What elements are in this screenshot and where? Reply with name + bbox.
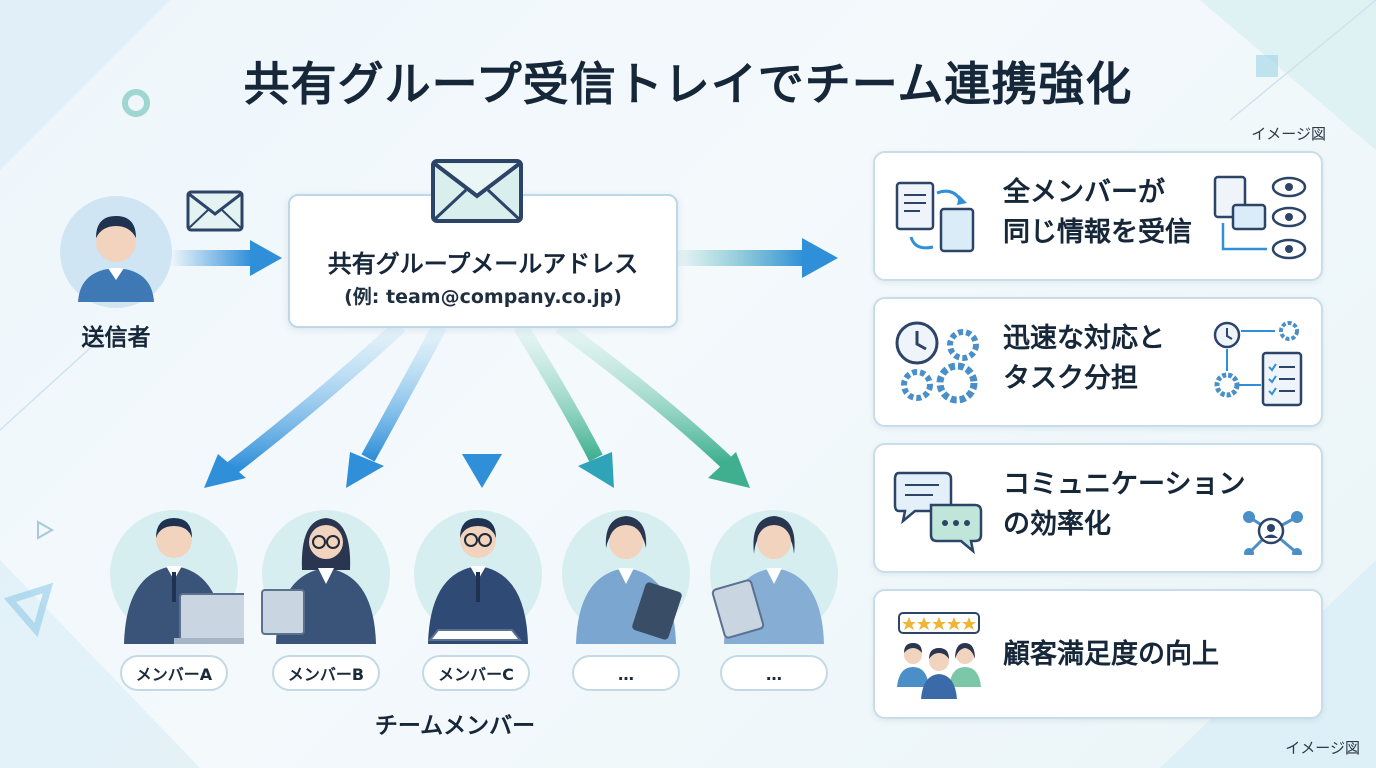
person-writing-icon xyxy=(414,510,542,644)
benefit-shared-info-text: 全メンバーが 同じ情報を受信 xyxy=(1003,173,1283,253)
benefit-card-quick-response: 迅速な対応と タスク分担 xyxy=(873,297,1323,427)
benefit-card-shared-info: 全メンバーが 同じ情報を受信 xyxy=(873,151,1323,281)
sender-avatar-icon xyxy=(60,196,172,308)
chat-bubbles-icon xyxy=(893,471,983,555)
benefit-customer-satisfaction-text: 顧客満足度の向上 xyxy=(1003,635,1283,675)
envelope-icon xyxy=(186,190,244,232)
member-figure-b xyxy=(256,498,396,648)
document-eyes-icon xyxy=(1213,175,1307,260)
benefit-line: 全メンバーが xyxy=(1003,177,1165,208)
clock-checklist-icon xyxy=(1213,321,1303,407)
person-with-tablet-icon xyxy=(710,510,838,644)
person-with-glasses-icon xyxy=(261,510,390,644)
benefit-line: 同じ情報を受信 xyxy=(1003,217,1192,248)
image-caption-top: イメージ図 xyxy=(1251,125,1326,143)
page-title: 共有グループ受信トレイでチーム連携強化 xyxy=(243,57,1133,111)
benefit-communication-text: コミュニケーション の効率化 xyxy=(1003,465,1283,545)
member-label-more-1: … xyxy=(572,655,680,691)
team-members-label: チームメンバー xyxy=(374,713,536,739)
member-figure-a xyxy=(104,498,254,648)
network-nodes-icon xyxy=(1243,511,1303,555)
member-label-b: メンバーB xyxy=(272,655,380,691)
benefit-line: の効率化 xyxy=(1003,509,1111,540)
arrow-to-member-5 xyxy=(555,319,750,488)
member-figure-4 xyxy=(556,498,696,648)
image-caption-bottom: イメージ図 xyxy=(1285,739,1360,757)
shared-address-example: (例: team@company.co.jp) xyxy=(344,286,622,308)
member-figure-c xyxy=(408,498,548,648)
benefit-quick-response-text: 迅速な対応と タスク分担 xyxy=(1003,319,1283,399)
rating-customers-icon xyxy=(897,612,981,699)
sender-label: 送信者 xyxy=(81,325,151,351)
arrow-to-member-b xyxy=(346,322,447,488)
member-figure-5 xyxy=(704,498,844,648)
benefit-card-customer-satisfaction: 顧客満足度の向上 xyxy=(873,589,1323,719)
member-label-more-2: … xyxy=(720,655,828,691)
documents-sync-icon xyxy=(895,181,975,253)
shared-address-label: 共有グループメールアドレス xyxy=(327,250,639,278)
clock-gears-icon xyxy=(895,321,979,404)
member-label-c: メンバーC xyxy=(422,655,530,691)
person-with-laptop-icon xyxy=(110,510,254,644)
person-with-tablet-icon xyxy=(562,510,690,644)
benefit-line: コミュニケーション xyxy=(1003,469,1246,500)
arrow-to-member-4 xyxy=(513,322,614,488)
arrow-sender-to-address xyxy=(170,240,282,276)
mail-envelope-icon xyxy=(431,159,523,223)
benefit-card-communication: コミュニケーション の効率化 xyxy=(873,443,1323,573)
benefit-line: 顧客満足度の向上 xyxy=(1003,639,1219,670)
arrow-address-to-benefits xyxy=(676,238,838,278)
arrow-to-member-c xyxy=(462,326,502,488)
benefit-line: タスク分担 xyxy=(1003,363,1138,394)
arrow-to-member-a xyxy=(204,320,406,488)
member-label-a: メンバーA xyxy=(120,655,228,691)
ring-decoration xyxy=(122,89,150,117)
benefit-line: 迅速な対応と xyxy=(1003,323,1165,354)
